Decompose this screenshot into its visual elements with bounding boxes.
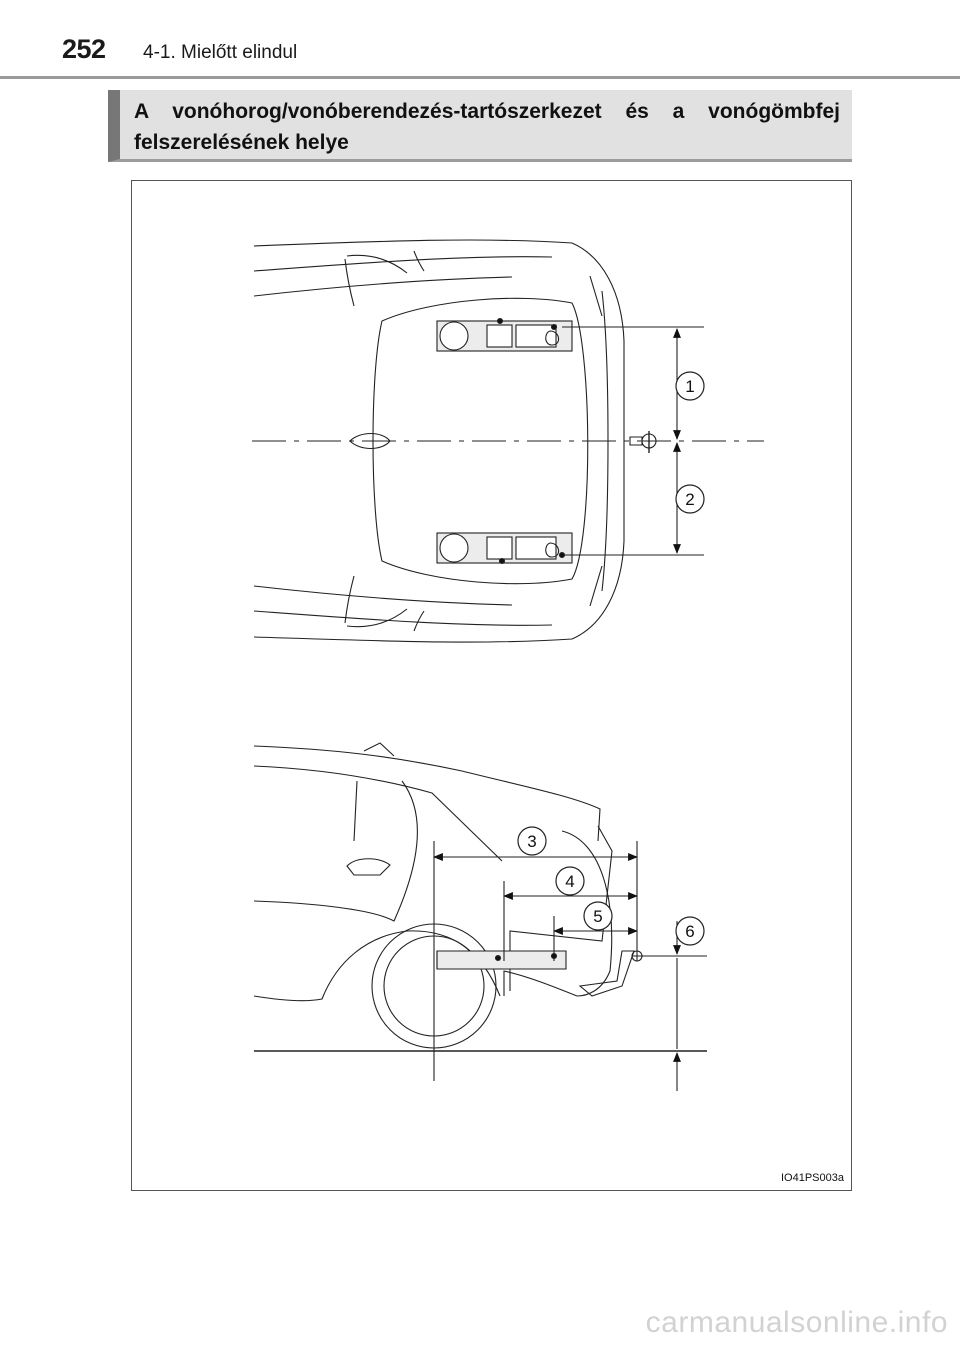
subsection-heading: A vonóhorog/vonóberendezés-tartószerkeze… xyxy=(134,100,840,154)
figure-frame: 1 2 3 4 5 6 IO41PS003a xyxy=(131,180,852,1191)
callout-4-label: 4 xyxy=(565,872,574,891)
top-view xyxy=(252,239,764,643)
tow-hitch-diagram: 1 2 3 4 5 6 xyxy=(252,239,764,1091)
side-view xyxy=(253,742,707,1091)
callout-3-label: 3 xyxy=(527,832,536,851)
callout-6: 6 xyxy=(675,916,705,946)
header-divider xyxy=(0,76,960,79)
callout-2-label: 2 xyxy=(685,490,694,509)
callout-6-label: 6 xyxy=(685,922,694,941)
subsection-heading-box: A vonóhorog/vonóberendezés-tartószerkeze… xyxy=(108,90,852,162)
watermark: carmanualsonline.info xyxy=(645,1306,948,1339)
callout-5-label: 5 xyxy=(593,907,602,926)
page-number: 252 xyxy=(62,34,106,64)
callout-5: 5 xyxy=(583,901,613,931)
callout-4: 4 xyxy=(555,866,585,896)
callout-3: 3 xyxy=(517,826,547,856)
figure-code: IO41PS003a xyxy=(781,1172,844,1184)
section-title: 4-1. Mielőtt elindul xyxy=(143,42,298,63)
callout-1-label: 1 xyxy=(685,377,694,396)
callout-2: 2 xyxy=(675,484,705,514)
callout-1: 1 xyxy=(675,371,705,401)
